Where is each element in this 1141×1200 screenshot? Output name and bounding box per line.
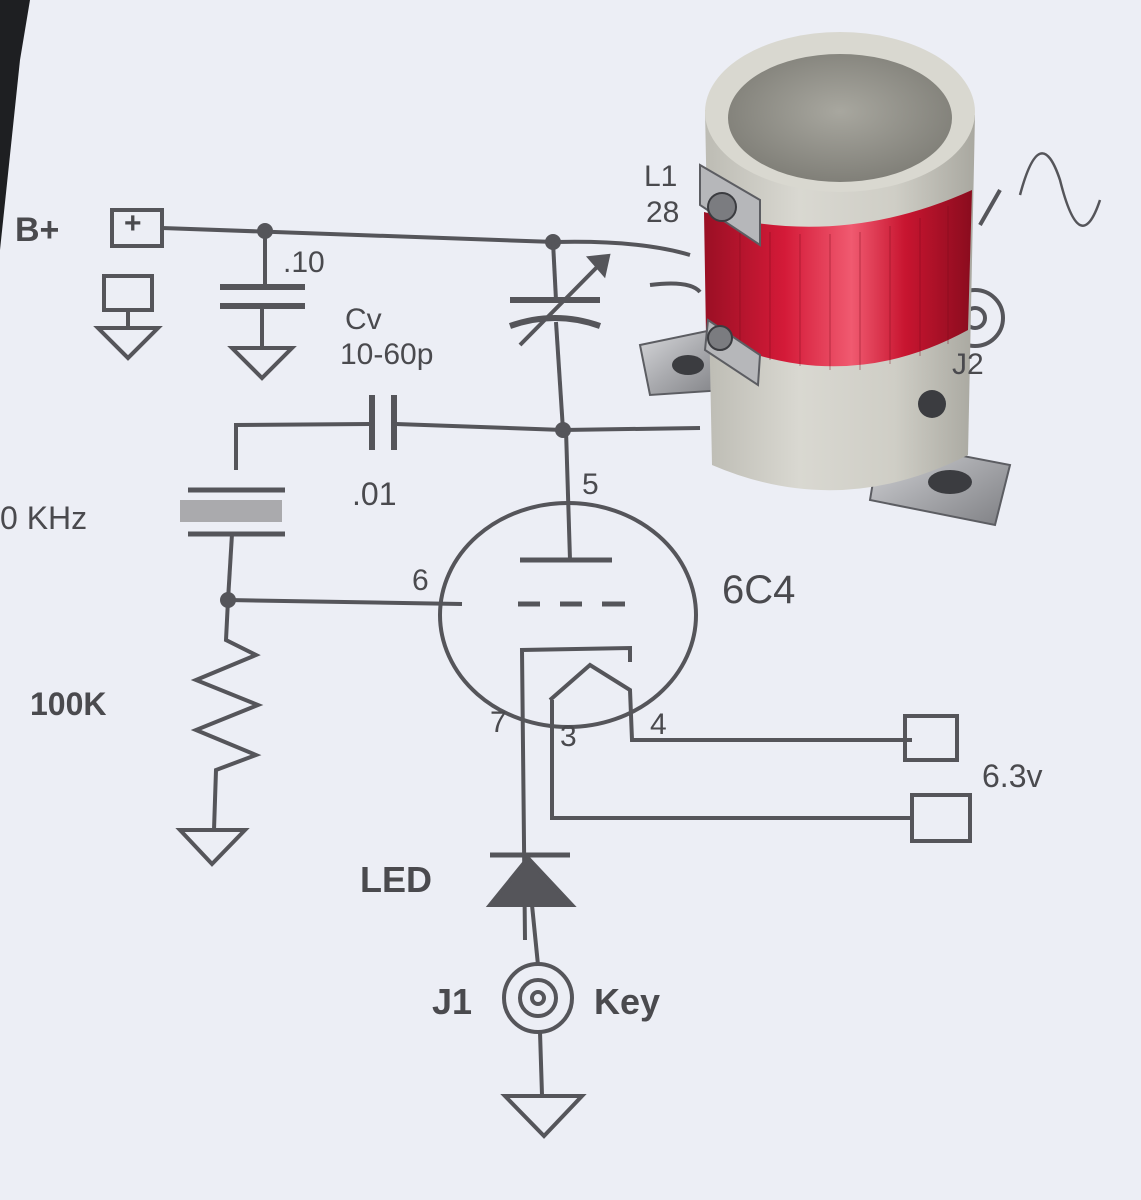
led-label: LED	[360, 859, 432, 900]
pin-heater-b-label: 4	[650, 708, 667, 741]
j1-label: J1	[432, 981, 473, 1022]
schematic	[93, 152, 1102, 1139]
ground-icon	[175, 828, 250, 867]
sine-wave-sketch	[1018, 152, 1102, 227]
jack-icon	[502, 962, 574, 1096]
coil-name-label: L1	[644, 160, 678, 193]
ground-icon	[500, 1094, 587, 1139]
cap-b-plus-label: .10	[283, 246, 325, 279]
pin-grid-label: 6	[412, 564, 429, 597]
cv-range-label: 10-60p	[340, 338, 434, 371]
tube-label: 6C4	[722, 568, 796, 612]
vacuum-tube-icon	[438, 429, 912, 941]
coil-turns-label: 28	[646, 196, 680, 229]
resistor-icon	[190, 599, 264, 831]
ground-icon	[93, 274, 163, 361]
pin-heater-a-label: 3	[560, 720, 577, 753]
pin-plate-label: 5	[582, 468, 599, 501]
ground-icon	[227, 346, 297, 381]
crystal-freq-label: 0 KHz	[0, 500, 88, 536]
pin-cathode-label: 7	[490, 706, 507, 739]
variable-capacitor-icon	[508, 241, 611, 431]
b-plus-symbol: +	[124, 207, 142, 240]
diode-icon	[485, 852, 577, 966]
capacitor-icon	[220, 231, 305, 348]
j2-label: J2	[952, 348, 984, 381]
heater-terminal	[903, 714, 959, 762]
cap-coupling-label: .01	[352, 476, 397, 512]
cv-name-label: Cv	[345, 303, 382, 336]
coil-form-photo	[638, 32, 1012, 527]
heater-terminal	[910, 793, 972, 843]
b-plus-label: B+	[15, 211, 60, 249]
heater-voltage-label: 6.3v	[982, 758, 1043, 794]
crystal-icon	[180, 487, 285, 601]
capacitor-icon	[234, 395, 564, 470]
key-label: Key	[594, 981, 661, 1022]
resistor-label: 100K	[30, 686, 107, 722]
